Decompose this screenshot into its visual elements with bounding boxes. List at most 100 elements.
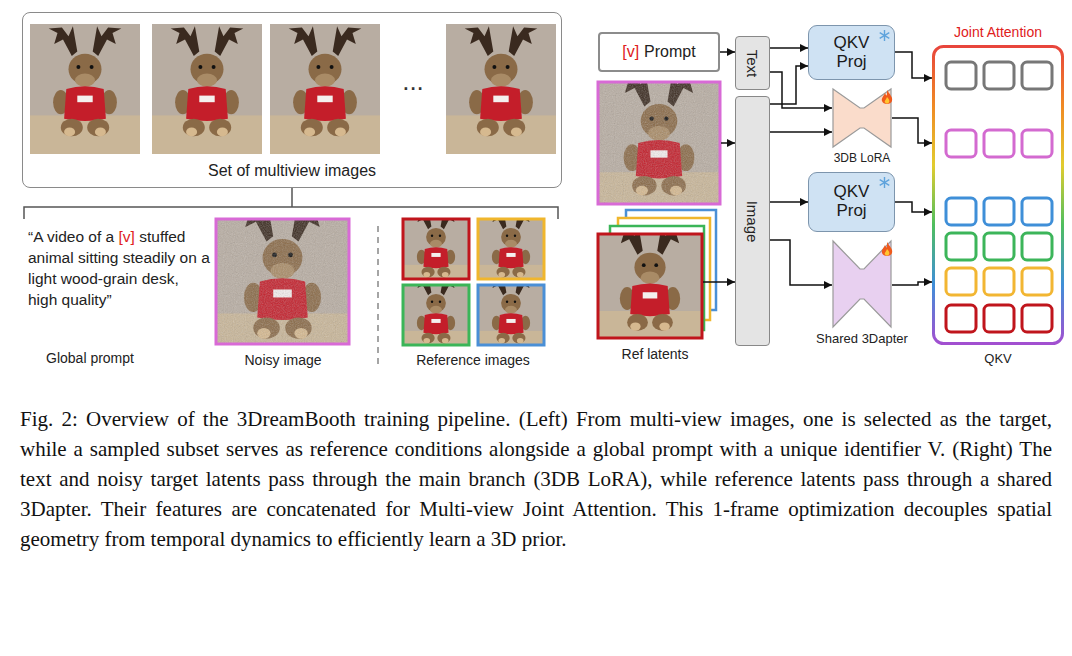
- token-square: [1022, 233, 1052, 260]
- token-square: [1022, 130, 1052, 157]
- arrow-connector: [770, 47, 808, 49]
- noisy-latent-image: [598, 82, 720, 204]
- text-label: ...: [373, 66, 453, 97]
- multiview-photos: [152, 23, 262, 155]
- node-text: 3DB LoRA: [812, 152, 912, 166]
- input-arrows: [721, 142, 735, 144]
- reference-images: [478, 275, 544, 354]
- projection-box: QKV Proj: [808, 172, 895, 232]
- reference-images: [478, 209, 544, 288]
- trainable-icon: [882, 242, 892, 256]
- arrow-connector: [770, 131, 832, 133]
- arrow-connector: [892, 118, 932, 143]
- reference-images: [403, 285, 469, 345]
- token-square: [946, 305, 976, 332]
- frozen-icon: [878, 176, 891, 189]
- token-square: [1022, 268, 1052, 295]
- arrow-connector: [895, 52, 932, 78]
- token-square: [984, 198, 1014, 225]
- noisy-latent-image: [598, 70, 720, 216]
- prompt-text: [v]: [119, 228, 135, 245]
- trainable-icon: [882, 90, 892, 104]
- arrow-connector: [770, 66, 808, 104]
- multiview-photos: [30, 23, 140, 155]
- adapter-shape: [833, 89, 891, 147]
- noisy-target-image: [216, 219, 349, 344]
- arrow-connector: [895, 202, 932, 212]
- reference-images: [403, 275, 469, 354]
- node-text: Shared 3Dapter: [812, 332, 912, 347]
- node-text: Set of multiview images: [23, 162, 561, 180]
- multiview-photos: [446, 23, 556, 155]
- multiview-photos: [152, 23, 262, 155]
- joint-attention-block: Joint AttentionQKV: [932, 22, 1064, 372]
- reference-images: [478, 219, 544, 279]
- arrow-connector: [770, 201, 808, 203]
- reference-latent-stack: [598, 224, 702, 349]
- token-square: [946, 268, 976, 295]
- bracket: [24, 188, 558, 219]
- node-text: Text: [744, 49, 761, 77]
- frozen-icon: [880, 180, 890, 186]
- multiview-photos: [446, 23, 556, 155]
- attention-box: [934, 47, 1063, 344]
- reference-images: [478, 275, 544, 354]
- token-square: [984, 305, 1014, 332]
- adapter-shape: [832, 88, 892, 148]
- adapter-shape: [833, 241, 891, 327]
- arrow-connector: [892, 282, 932, 285]
- node-text: Prompt: [644, 43, 696, 61]
- trainable-icon: [885, 249, 890, 256]
- figure-caption: Fig. 2: Overview of the 3DreamBooth trai…: [20, 404, 1052, 554]
- arrow-connector: [720, 51, 735, 53]
- node-text: Joint Attention: [922, 24, 1072, 40]
- trainable-icon: [885, 97, 890, 104]
- noisy-target-image: [216, 219, 349, 344]
- frozen-icon: [880, 33, 890, 39]
- node-text: [v]: [622, 43, 639, 61]
- reference-latent-stack: [598, 234, 702, 338]
- encoder-box: Text: [735, 36, 770, 90]
- token-square: [946, 198, 976, 225]
- projection-box: QKV Proj: [808, 25, 895, 80]
- text-label: Global prompt: [10, 350, 170, 366]
- encoder-box: Image: [735, 96, 770, 346]
- token-square: [1022, 198, 1052, 225]
- token-square: [984, 62, 1014, 89]
- token-square: [946, 130, 976, 157]
- multiview-photos: [30, 23, 556, 155]
- noisy-latent-image: [598, 82, 720, 204]
- frozen-icon: [878, 29, 891, 42]
- node-text: QKV Proj: [827, 34, 877, 71]
- frozen-icon: [880, 180, 890, 186]
- token-square: [984, 130, 1014, 157]
- reference-images: [403, 209, 544, 354]
- multiview-photos: [270, 23, 380, 155]
- text-label: Reference images: [383, 352, 563, 368]
- attention-box: [932, 45, 1064, 345]
- dashed-separator: [377, 226, 379, 366]
- node-text: QKV Proj: [827, 183, 877, 220]
- noisy-target-image: [216, 202, 349, 362]
- text-label: Noisy image: [203, 352, 363, 368]
- lora-adapter: 3DB LoRA: [832, 88, 892, 168]
- prompt-box: [v] Prompt: [598, 32, 720, 72]
- token-square: [946, 62, 976, 89]
- token-square: [984, 268, 1014, 295]
- adapter-shape: [832, 240, 892, 328]
- shared-adapter: Shared 3Dapter: [832, 240, 892, 370]
- token-square: [984, 233, 1014, 260]
- image-set-panel: Set of multiview images: [22, 12, 562, 188]
- input-arrows: [703, 281, 735, 283]
- noisy-target-image: [216, 202, 349, 362]
- frozen-icon: [880, 33, 890, 39]
- trainable-icon: [882, 242, 892, 256]
- reference-images: [403, 209, 469, 288]
- reference-latent-stack: [598, 210, 716, 348]
- node-text: Image: [744, 200, 761, 242]
- input-arrows: [703, 143, 735, 282]
- prompt-text: “A video of a: [28, 228, 114, 245]
